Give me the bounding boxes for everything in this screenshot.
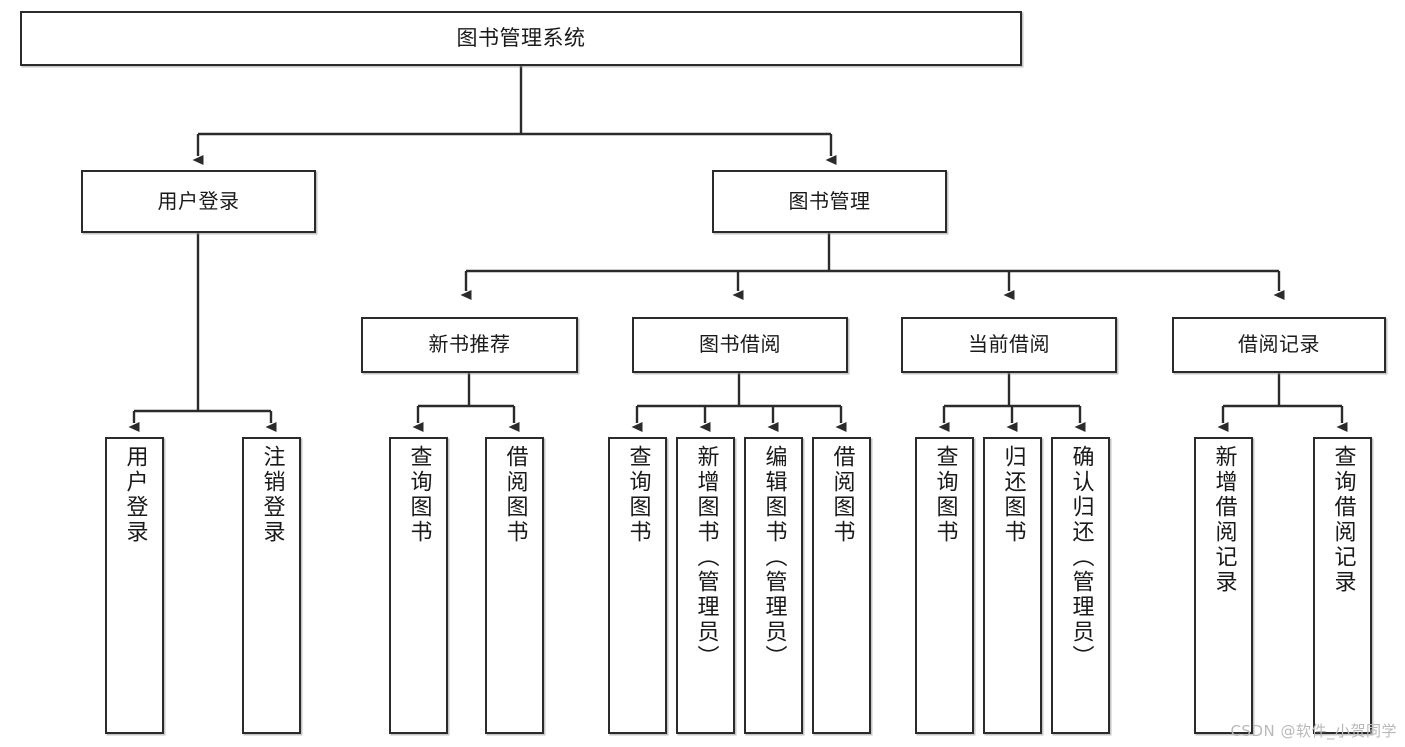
leaf-query-record[interactable]: 查询借阅记录: [1313, 437, 1372, 734]
node-book-manage[interactable]: 图书管理: [712, 170, 947, 233]
node-book-borrow[interactable]: 图书借阅: [632, 317, 848, 373]
leaf-query-book-2[interactable]: 查询图书: [608, 437, 667, 734]
csdn-watermark: CSDN @软件_小贺同学: [1230, 722, 1397, 740]
node-new-book-recommend-label: 新书推荐: [428, 332, 511, 357]
leaf-query-book-1[interactable]: 查询图书: [389, 437, 448, 734]
leaf-confirm-return-label: 确认归还（管理员）: [1068, 445, 1094, 670]
node-current-borrow[interactable]: 当前借阅: [901, 317, 1117, 373]
leaf-query-book-1-label: 查询图书: [406, 445, 432, 545]
leaf-borrow-book-2-label: 借阅图书: [829, 445, 855, 545]
node-new-book-recommend[interactable]: 新书推荐: [361, 317, 578, 373]
node-user-login-label: 用户登录: [157, 188, 240, 213]
node-user-login[interactable]: 用户登录: [81, 170, 316, 233]
leaf-add-book[interactable]: 新增图书（管理员）: [676, 437, 735, 734]
leaf-add-record-label: 新增借阅记录: [1211, 445, 1237, 595]
leaf-return-book-label: 归还图书: [1000, 445, 1026, 545]
node-root[interactable]: 图书管理系统: [20, 11, 1022, 66]
leaf-add-record[interactable]: 新增借阅记录: [1194, 437, 1253, 734]
node-current-borrow-label: 当前借阅: [968, 332, 1050, 357]
node-book-borrow-label: 图书借阅: [699, 332, 781, 357]
leaf-edit-book[interactable]: 编辑图书（管理员）: [744, 437, 803, 734]
leaf-query-book-3[interactable]: 查询图书: [915, 437, 974, 734]
leaf-borrow-book-1[interactable]: 借阅图书: [485, 437, 544, 734]
leaf-borrow-book-2[interactable]: 借阅图书: [812, 437, 871, 734]
leaf-query-record-label: 查询借阅记录: [1330, 445, 1356, 595]
leaf-confirm-return[interactable]: 确认归还（管理员）: [1051, 437, 1110, 734]
leaf-user-login-label: 用户登录: [122, 445, 148, 545]
leaf-logout-label: 注销登录: [259, 445, 285, 545]
node-borrow-record[interactable]: 借阅记录: [1172, 317, 1386, 373]
leaf-edit-book-label: 编辑图书（管理员）: [761, 445, 787, 670]
node-borrow-record-label: 借阅记录: [1238, 332, 1320, 357]
leaf-user-login[interactable]: 用户登录: [105, 437, 164, 734]
leaf-add-book-label: 新增图书（管理员）: [693, 445, 719, 670]
leaf-query-book-2-label: 查询图书: [625, 445, 651, 545]
leaf-borrow-book-1-label: 借阅图书: [502, 445, 528, 545]
leaf-query-book-3-label: 查询图书: [932, 445, 958, 545]
node-root-label: 图书管理系统: [456, 26, 586, 51]
leaf-logout[interactable]: 注销登录: [242, 437, 301, 734]
leaf-return-book[interactable]: 归还图书: [983, 437, 1042, 734]
node-book-manage-label: 图书管理: [788, 188, 871, 213]
